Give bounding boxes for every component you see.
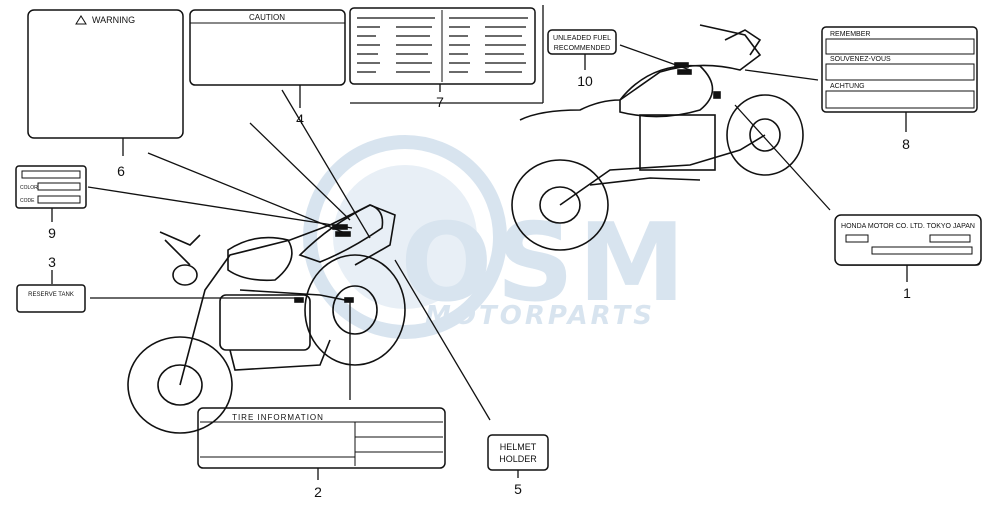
code-text: CODE [20,198,35,204]
callout-7: 7 [436,94,444,110]
unleaded-line1: UNLEADED FUEL [553,35,611,42]
callout-4: 4 [296,111,304,127]
warning-label: WARNING [27,9,184,139]
caution-text: CAUTION [249,13,285,22]
callout-3: 3 [48,254,56,270]
callout-numbers: 1 2 3 4 5 6 7 8 9 10 [48,73,911,500]
tire-info-text: TIRE INFORMATION [232,413,324,422]
helmet-line2: HOLDER [499,454,537,464]
reserve-tank-label: RESERVE TANK [16,284,86,313]
color-text: COLOR [20,185,38,191]
leader-lines [51,5,908,480]
honda-text: HONDA MOTOR CO. LTD. TOKYO JAPAN [841,223,975,230]
color-code-label: COLOR CODE [15,165,87,209]
watermark-brand: OSM [400,201,689,326]
souvenez-text: SOUVENEZ-VOUS [830,56,891,63]
helmet-holder-label: HELMET HOLDER [487,434,549,471]
unleaded-line2: RECOMMENDED [554,45,610,52]
watermark: OSM MOTORPARTS [303,135,689,339]
callout-8: 8 [902,136,910,152]
motorcycle-right-illustration [511,24,804,251]
callout-1: 1 [903,285,911,301]
callout-9: 9 [48,225,56,241]
callout-6: 6 [117,163,125,179]
motorcycle-left-illustration [127,204,406,434]
achtung-text: ACHTUNG [830,83,865,90]
watermark-subtitle: MOTORPARTS [425,301,655,331]
reserve-tank-text: RESERVE TANK [28,292,74,298]
remember-text: REMEMBER [830,31,870,38]
callout-10: 10 [577,73,593,89]
warning-text: WARNING [92,15,135,25]
unleaded-fuel-label: UNLEADED FUEL RECOMMENDED [547,29,617,55]
callout-5: 5 [514,481,522,497]
callout-2: 2 [314,484,322,500]
caution-label: CAUTION [189,9,346,86]
tire-info-label: TIRE INFORMATION [197,407,446,469]
info-block-label [349,7,536,85]
honda-id-label: HONDA MOTOR CO. LTD. TOKYO JAPAN [834,214,982,266]
remember-label: REMEMBER SOUVENEZ-VOUS ACHTUNG [821,26,978,113]
helmet-line1: HELMET [500,442,537,452]
